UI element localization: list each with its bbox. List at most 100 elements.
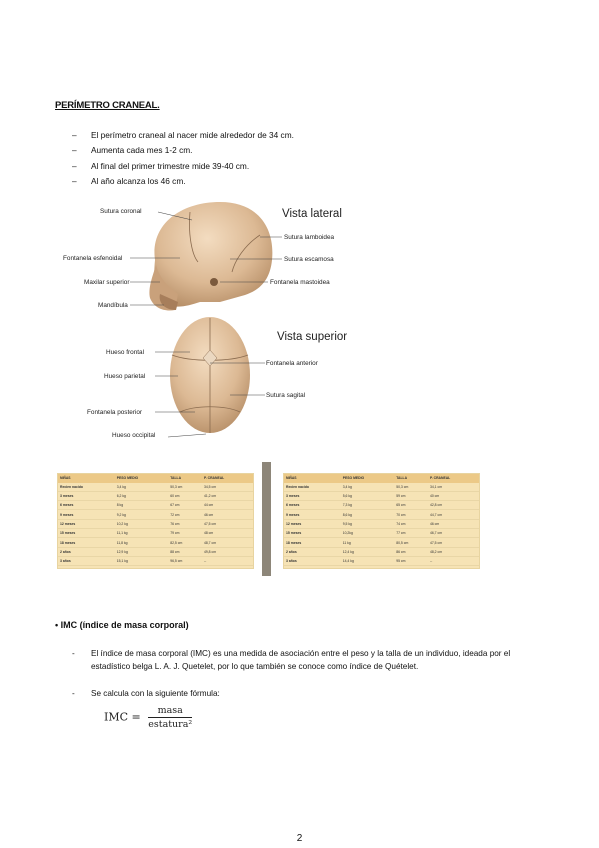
table-cell: 49,8 cm xyxy=(201,547,253,557)
table-cell: 67 cm xyxy=(168,500,202,511)
table-cell: 15 meses xyxy=(58,528,115,539)
table-cell: 10,2 kg xyxy=(114,519,169,530)
table-cell: 2 años xyxy=(58,547,115,557)
table-cell: 95 cm xyxy=(394,556,428,567)
table-cell: Recien nacido xyxy=(284,482,341,492)
table-cell: 34,1 cm xyxy=(427,482,479,492)
table-cell: 47,5 cm xyxy=(201,519,253,530)
table-header-row: NIÑAS PESO MEDIO TALLA P. CRANEAL xyxy=(58,474,253,483)
table-cell: 80,5 cm xyxy=(394,537,428,548)
table-cell: 3 años xyxy=(58,556,115,567)
dash-marker: – xyxy=(72,145,77,156)
table-cell: 12,9 kg xyxy=(114,547,169,557)
imc-definition: - El índice de masa corporal (IMC) es un… xyxy=(72,648,552,688)
table-cell: 88 cm xyxy=(168,547,202,557)
label-sutura-coronal: Sutura coronal xyxy=(100,208,142,215)
table-cell: 46,7 cm xyxy=(427,528,479,539)
superior-view-title: Vista superior xyxy=(277,331,348,343)
dash-marker: – xyxy=(72,176,77,187)
table-cell: 46 cm xyxy=(201,509,253,520)
label-fontanela-anterior: Fontanela anterior xyxy=(266,360,318,367)
perimetro-list: –El perímetro craneal al nacer mide alre… xyxy=(72,128,294,190)
table-cell: 76 cm xyxy=(168,519,202,530)
table-cell: 50,3 cm xyxy=(394,482,428,492)
table-cell: 3,4 kg xyxy=(114,482,169,492)
growth-table-right: NIÑAS PESO MEDIO TALLA P. CRANEAL Recien… xyxy=(283,473,480,569)
table-cell: 86 cm xyxy=(394,547,428,557)
table-cell: 9,2 kg xyxy=(114,509,169,520)
label-sutura-lamboidea: Sutura lamboidea xyxy=(284,234,335,241)
table-cell: 65 cm xyxy=(394,500,428,511)
table-cell: 79 cm xyxy=(168,528,202,539)
imc-definition-text: El índice de masa corporal (IMC) es una … xyxy=(91,649,511,671)
table-cell: 9,5 kg xyxy=(340,519,395,530)
table-cell: 44,7 cm xyxy=(427,509,479,520)
table-cell: 15 meses xyxy=(284,528,341,539)
table-cell: 74 cm xyxy=(394,519,428,530)
table-cell: 8,6 kg xyxy=(340,509,395,520)
table-cell: 77 cm xyxy=(394,528,428,539)
page-number: 2 xyxy=(296,833,303,844)
table-cell: 60 cm xyxy=(168,491,202,502)
table-cell: 18 meses xyxy=(284,537,341,548)
table-cell: 41,2 cm xyxy=(201,491,253,502)
table-cell: 48,2 cm xyxy=(427,547,479,557)
label-sutura-escamosa: Sutura escamosa xyxy=(284,256,334,263)
label-maxilar-superior: Maxilar superior xyxy=(84,279,130,286)
table-cell: 12 meses xyxy=(284,519,341,530)
table-cell: 2 años xyxy=(284,547,341,557)
table-cell: 42,8 cm xyxy=(427,500,479,511)
table-cell: 46 cm xyxy=(427,519,479,530)
dash-marker: - xyxy=(72,689,75,698)
dash-marker: – xyxy=(72,160,77,171)
section-title-perimetro: PERÍMETRO CRANEAL. xyxy=(55,100,160,111)
label-fontanela-mastoidea: Fontanela mastoidea xyxy=(270,279,330,286)
table-cell: 72 cm xyxy=(168,509,202,520)
table-cell: 3 meses xyxy=(284,491,341,502)
list-item: –Al final del primer trimestre mide 39-4… xyxy=(72,159,294,174)
label-hueso-frontal: Hueso frontal xyxy=(106,349,145,356)
table-cell: 48 cm xyxy=(201,528,253,539)
dash-marker: – xyxy=(72,130,77,140)
formula-denominator: estatura² xyxy=(148,719,193,730)
image-divider xyxy=(262,462,271,576)
growth-table-left: NIÑAS PESO MEDIO TALLA P. CRANEAL Recien… xyxy=(57,473,254,569)
table-cell: 14,4 kg xyxy=(340,556,395,567)
label-hueso-occipital: Hueso occipital xyxy=(112,432,156,439)
table-cell: 8 kg xyxy=(114,500,169,511)
table-cell: 18 meses xyxy=(58,537,115,548)
table-cell: 6 meses xyxy=(284,500,341,511)
table-cell: -- xyxy=(201,556,253,567)
table-cell: 34,5 cm xyxy=(201,482,253,492)
growth-table: NIÑAS PESO MEDIO TALLA P. CRANEAL Recien… xyxy=(58,474,253,567)
table-cell: 47,5 cm xyxy=(427,537,479,548)
label-mandibula: Mandíbula xyxy=(98,302,128,309)
table-cell: 44 cm xyxy=(201,500,253,511)
section-title-imc: • IMC (índice de masa corporal) xyxy=(55,620,189,630)
formula-numerator: masa xyxy=(148,705,193,718)
table-cell: 70 cm xyxy=(394,509,428,520)
table-cell: 3 meses xyxy=(58,491,115,502)
table-cell: 15,1 kg xyxy=(114,556,169,567)
table-cell: 5,6 kg xyxy=(340,491,395,502)
table-cell: 11,1 kg xyxy=(114,528,169,539)
growth-table: NIÑAS PESO MEDIO TALLA P. CRANEAL Recien… xyxy=(284,474,479,567)
formula-fraction: masa estatura² xyxy=(148,705,193,730)
table-cell: 40 cm xyxy=(427,491,479,502)
table-cell: 59 cm xyxy=(394,491,428,502)
label-hueso-parietal: Hueso parietal xyxy=(104,373,146,380)
